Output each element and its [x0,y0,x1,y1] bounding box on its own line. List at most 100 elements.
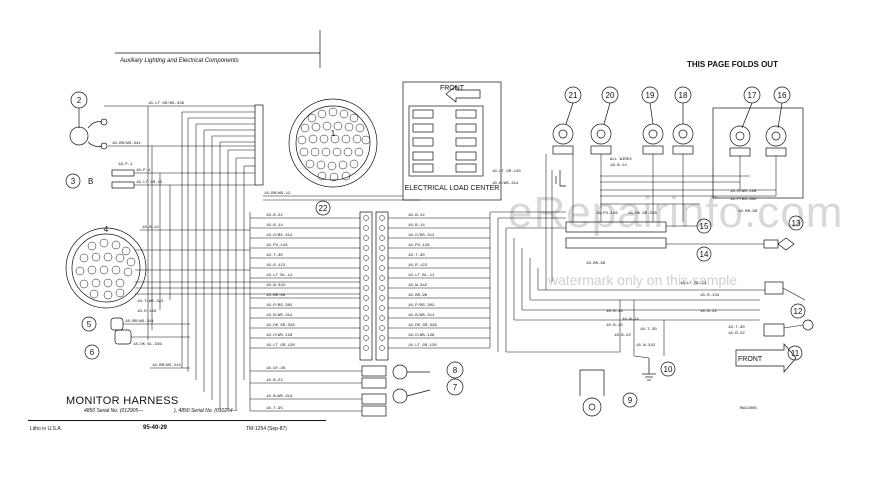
footer-rule [28,420,326,421]
component-label-3: 3 [71,177,76,186]
wire-label: 18-LT GR-120 [408,344,437,348]
wire-label: 18-B-22 [614,334,631,338]
wire-label: 18-PU-126 [266,244,288,248]
wire-label: 18-LT GR/BS-336 [148,101,185,106]
wire-label: 18-LT GR-120 [266,344,295,348]
wire-label: 18-P/BS-302 [730,197,757,202]
footer-litho: Litho in U.S.A. [30,426,62,432]
wire-label: 18-B/WS-314 [266,394,293,399]
wire-label: 18-R-123 [266,264,286,268]
wire-label: 18-W-342 [408,284,428,288]
component-label-14: 14 [700,250,709,259]
wire-label: 18-B-22 [606,324,623,328]
component-label-1: 1 [331,129,336,138]
wire-label: 18-R-133 [700,294,720,298]
section-title: Auxiliary Lighting and Electrical Compon… [120,58,239,64]
fold-out-notice: THIS PAGE FOLDS OUT [687,60,778,69]
right-wire-labels: 18-LT GR-120 18-B/WS-314 18-PU-126 18-DK… [492,170,758,348]
wire-label: 18-BR-96 [738,210,758,214]
wire-label: 18-T/WS-322 [137,299,164,304]
wire-label: 18-BR-96 [586,262,606,266]
drawing-id: RW12806 [740,407,757,411]
front-label-top: FRONT [440,85,465,92]
wire-label: 18-B-22 [266,379,283,383]
wire-label: 18-LT GR-120 [492,170,521,174]
component-label-4: 4 [104,225,109,234]
component-label-22: 22 [319,204,328,213]
component-label-21: 21 [569,91,578,100]
component-label-11: 11 [791,349,800,358]
serial-range-left: 4850 Serial No. (012905— [84,408,144,414]
wire-label: 18-O/BS-312 [408,233,435,238]
wire-label: 18-DK GR-328 [628,212,657,216]
wire-label: 18-BR/WS-12 [264,191,291,196]
component-label-2: 2 [77,96,82,105]
wire-label: 18-B-14 [606,310,623,314]
wire-label: 18-PU-126 [596,212,618,216]
component-label-8: 8 [453,366,458,375]
wire-label: 18-R-133 [137,310,157,314]
front-label-bottom: FRONT [738,356,763,363]
component-label-10: 10 [664,365,673,374]
all-wires-note-1: ALL WIRES [610,158,632,162]
watermark-notice: watermark only on this sample [548,272,738,288]
wire-label: 18-B-22 [408,214,425,218]
center-left-wire-labels: 18-B-22 18-B-14 18-O/BS-312 18-PU-126 18… [266,214,295,411]
serial-range-right: ), 4850 Serial No. (010264— [174,408,238,414]
component-label-20: 20 [606,91,615,100]
wire-label: 18-DK BL-336 [133,343,162,347]
wire-label: 18-T-30 [640,328,657,332]
wire-label: 18-B-22 [266,214,283,218]
wire-label: 18-B/WS-314 [266,313,293,318]
wire-label: 18-BR-96 [408,294,428,298]
component-label-13: 13 [792,219,801,228]
wire-label: 18-W-342 [636,344,656,348]
component-label-15: 15 [700,222,709,231]
component-label-7: 7 [453,383,458,392]
wire-label: 18-B-14 [266,224,283,228]
diagram-title: MONITOR HARNESS [66,395,179,407]
wire-label: 18-BR/WS-341 [112,141,141,146]
wire-label: 18-P-1 [118,163,133,167]
wire-label: 18-LT BL-11 [266,274,293,278]
wire-label: 18-LT BL-11 [680,282,707,286]
connector-letter: B [88,177,93,186]
wire-label: 18-B-14 [142,226,159,230]
wire-label: 18-PU-126 [408,244,430,248]
wire-label: 18-T-30 [408,254,425,258]
component-label-5: 5 [87,320,92,329]
component-label-12: 12 [794,307,803,316]
wire-label: 18-GY-28 [266,367,286,371]
component-label-6: 6 [90,348,95,357]
wire-label: 18-LT GR-12 [136,181,163,185]
wire-label: 18-B-22 [700,310,717,314]
wire-label: 18-R/WS-128 [730,189,757,194]
component-number-labels: 1 2 3 B 4 5 6 7 8 9 10 11 12 13 14 15 16… [71,91,803,405]
wire-label: 18-O/WS-128 [408,333,435,338]
wire-label: 18-P-1 [136,169,151,173]
wire-label: 18-LT BL-11 [408,274,435,278]
wire-label: 18-BR/WS-341 [125,319,154,324]
wire-label: 18-B/WS-314 [492,181,519,186]
component-label-16: 16 [778,91,787,100]
wire-label: 18-R-123 [408,264,428,268]
footer-manual-id: TM-1254 (Sep-87) [246,426,287,432]
wire-label: 18-P/BS-302 [408,303,435,308]
wire-label: 18-BR/WS-214 [152,363,181,368]
load-center-label: ELECTRICAL LOAD CENTER [405,185,500,192]
wire-label: 18-T-95 [266,407,283,411]
wire-label: 18-DK GR-328 [408,324,437,328]
wire-label: 18-W-14 [622,318,639,322]
component-label-19: 19 [646,91,655,100]
component-label-17: 17 [748,91,757,100]
all-wires-note-2: 18-B-14 [610,164,627,168]
wire-label: 18-DK GR-328 [266,324,295,328]
footer-page-number: 95-40-29 [143,425,168,431]
wire-label: 18-W-342 [266,284,286,288]
wire-label: 18-B/WS-314 [408,313,435,318]
wire-label: 18-BR-96 [266,294,286,298]
component-label-9: 9 [628,396,633,405]
wire-label: 18-O/WS-128 [266,333,293,338]
center-right-wire-labels: 18-B-22 18-B-14 18-O/BS-312 18-PU-126 18… [408,214,437,348]
